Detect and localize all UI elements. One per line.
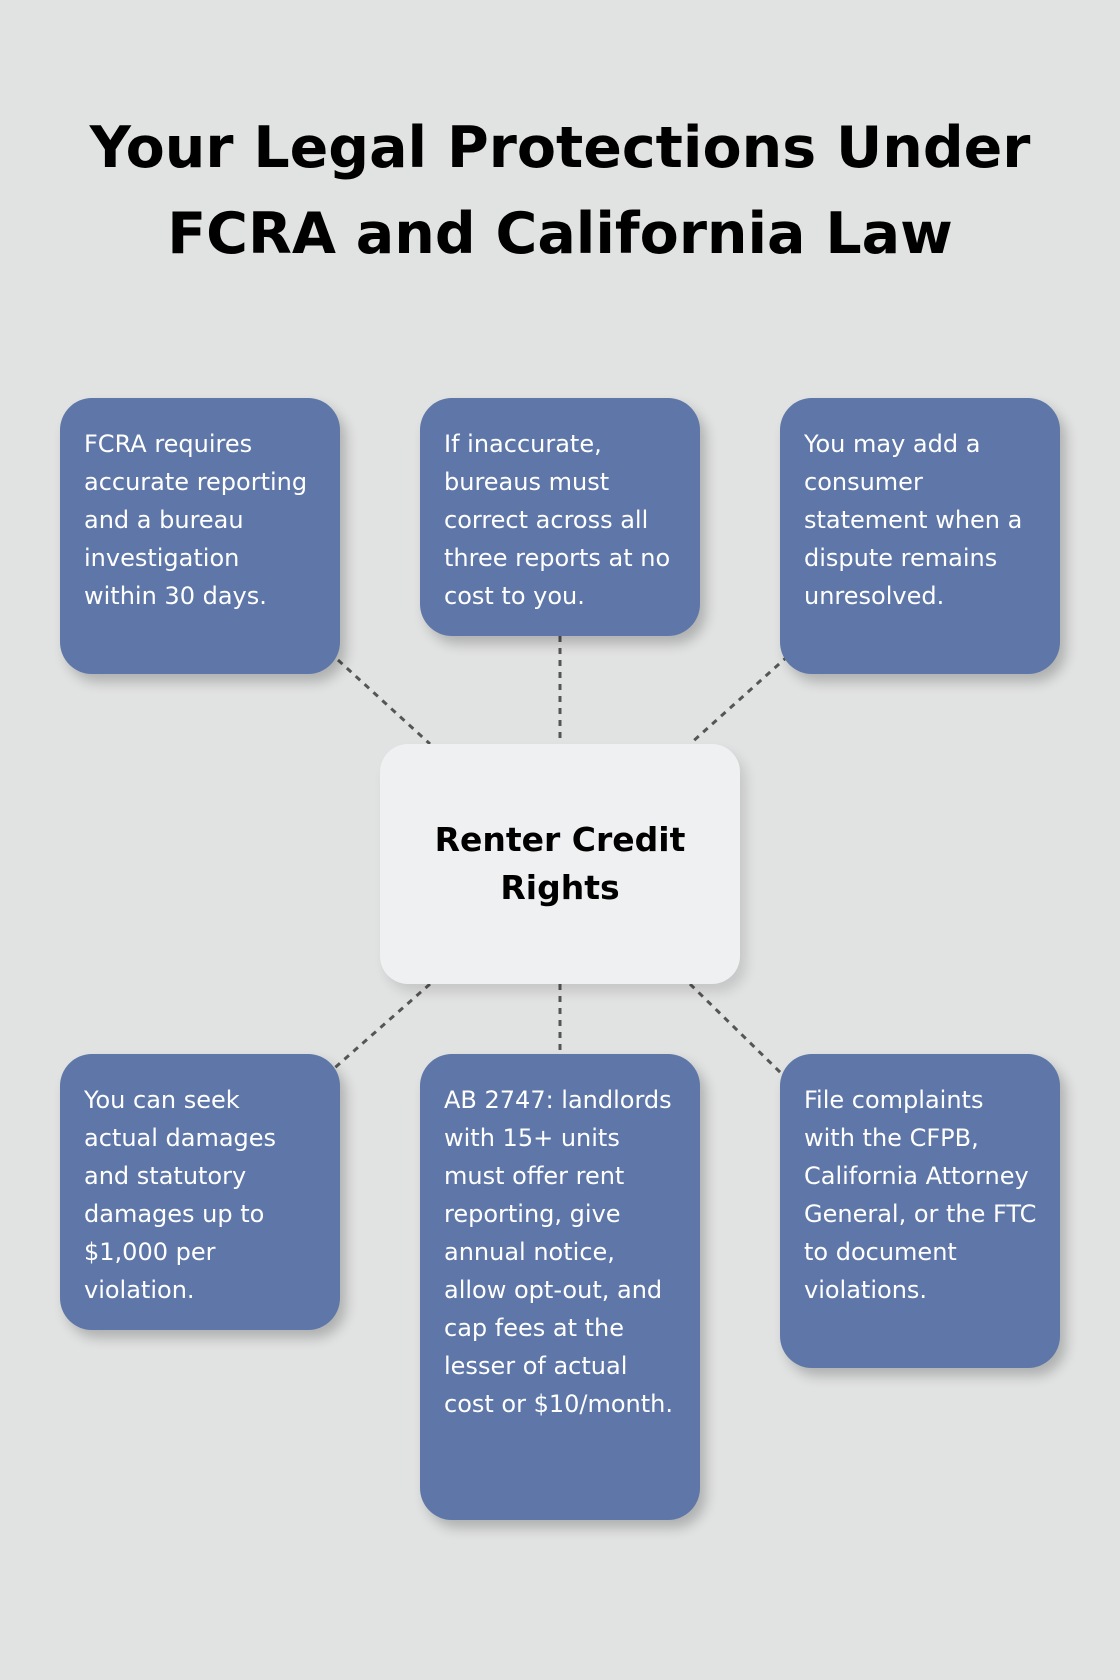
fact-box-fcra-accuracy: FCRA requires accurate reporting and a b… xyxy=(60,398,340,674)
fact-box-damages: You can seek actual damages and statutor… xyxy=(60,1054,340,1330)
connector-line-top-right xyxy=(688,654,790,746)
center-hub-label: Renter Credit Rights xyxy=(434,820,686,907)
connector-line-bottom-right xyxy=(688,982,786,1078)
fact-box-correction: If inaccurate, bureaus must correct acro… xyxy=(420,398,700,636)
fact-text: File complaints with the CFPB, Californi… xyxy=(804,1086,1037,1304)
fact-text: You can seek actual damages and statutor… xyxy=(84,1086,277,1304)
fact-text: FCRA requires accurate reporting and a b… xyxy=(84,430,308,610)
connector-line-top-left xyxy=(336,658,432,746)
fact-box-complaints: File complaints with the CFPB, Californi… xyxy=(780,1054,1060,1368)
connector-line-bottom-left xyxy=(329,982,431,1074)
fact-text: If inaccurate, bureaus must correct acro… xyxy=(444,430,671,610)
fact-box-ab-2747: AB 2747: landlords with 15+ units must o… xyxy=(420,1054,700,1520)
page-title: Your Legal Protections Under FCRA and Ca… xyxy=(89,115,1031,267)
fact-text: AB 2747: landlords with 15+ units must o… xyxy=(444,1086,674,1418)
fact-text: You may add a consumer statement when a … xyxy=(804,430,1023,610)
fact-box-consumer-statement: You may add a consumer statement when a … xyxy=(780,398,1060,674)
center-hub: Renter Credit Rights xyxy=(380,744,740,984)
